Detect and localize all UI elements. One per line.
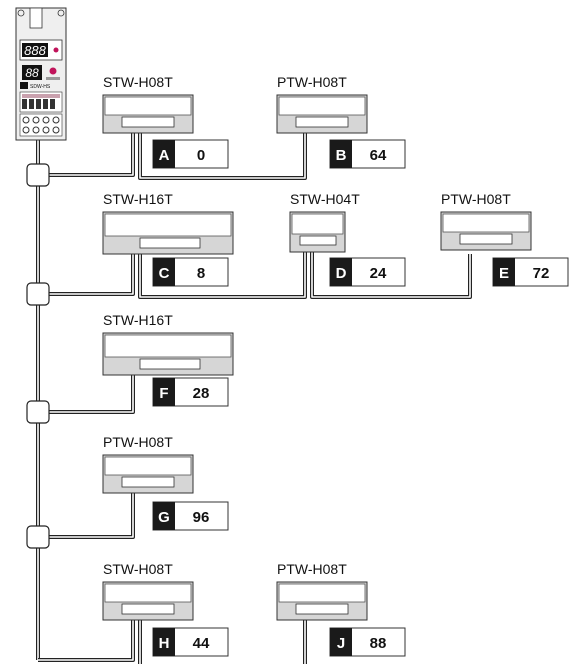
- device-display-window: [121, 476, 175, 488]
- badge-letter: A: [159, 147, 170, 164]
- device-f: STW-H16T F 28: [102, 312, 234, 407]
- power-button-icon: [49, 67, 57, 75]
- badge-address: 28: [193, 385, 210, 402]
- badge-address: 0: [197, 147, 205, 164]
- device-h: STW-H08T H 44: [102, 561, 229, 657]
- device-j: PTW-H08T J 88: [276, 561, 406, 657]
- address-badge: J 88: [329, 627, 406, 657]
- badge-letter: F: [159, 385, 168, 402]
- device-display-window: [139, 237, 201, 249]
- cable: [38, 620, 135, 662]
- device-model-label: PTW-H08T: [277, 561, 347, 577]
- badge-address: 72: [533, 265, 550, 282]
- device-model-label: PTW-H08T: [103, 434, 173, 450]
- badge-address: 8: [197, 265, 205, 282]
- address-badge: E 72: [492, 257, 569, 287]
- device-display-window: [295, 603, 349, 615]
- badge-letter: H: [159, 635, 170, 652]
- cable: [38, 493, 135, 539]
- junction-box: [26, 400, 50, 424]
- junction-layer: [26, 163, 50, 549]
- cable-layer: [36, 133, 472, 664]
- device-display-window: [459, 233, 513, 245]
- junction-box: [26, 525, 50, 549]
- address-badge: G 96: [152, 501, 229, 531]
- device-model-label: STW-H16T: [103, 312, 173, 328]
- status-led-icon: [53, 47, 59, 53]
- mount-screw-icon: [57, 9, 65, 17]
- badge-address: 96: [193, 509, 210, 526]
- badge-letter: J: [337, 635, 345, 652]
- mount-screw-icon: [17, 9, 25, 17]
- cable: [38, 375, 135, 414]
- device-model-label: STW-H08T: [103, 74, 173, 90]
- controller-model: SDW-HS: [30, 84, 51, 90]
- junction-box: [26, 282, 50, 306]
- device-model-label: STW-H04T: [290, 191, 360, 207]
- badge-address: 88: [370, 635, 387, 652]
- screw-terminals: [19, 113, 63, 137]
- device-d: STW-H04T D 24: [289, 191, 406, 287]
- badge-address: 24: [370, 265, 387, 282]
- junction-box: [26, 163, 50, 187]
- controller-mid-display: 88: [25, 66, 39, 80]
- badge-letter: E: [499, 265, 509, 282]
- address-badge: H 44: [152, 627, 229, 657]
- device-model-label: STW-H08T: [103, 561, 173, 577]
- terminal-block: [19, 91, 63, 113]
- device-e: PTW-H08T E 72: [440, 191, 569, 287]
- badge-address: 44: [193, 635, 210, 652]
- badge-letter: C: [159, 265, 170, 282]
- device-g: PTW-H08T G 96: [102, 434, 229, 531]
- device-display-window: [121, 603, 175, 615]
- device-display-window: [299, 235, 337, 246]
- device-model-label: STW-H16T: [103, 191, 173, 207]
- device-b: PTW-H08T B 64: [276, 74, 406, 169]
- controller-unit: 888 88 SDW-HS: [15, 7, 67, 141]
- device-display-window: [295, 116, 349, 128]
- badge-letter: D: [336, 265, 347, 282]
- device-model-label: PTW-H08T: [441, 191, 511, 207]
- address-badge: F 28: [152, 377, 229, 407]
- device-model-label: PTW-H08T: [277, 74, 347, 90]
- controller-top-display: 888: [24, 43, 46, 58]
- badge-letter: B: [336, 147, 347, 164]
- address-badge: B 64: [329, 139, 406, 169]
- device-display-window: [121, 116, 175, 128]
- cable: [38, 254, 135, 296]
- badge-letter: G: [158, 509, 170, 526]
- badge-address: 64: [370, 147, 387, 164]
- address-badge: D 24: [329, 257, 406, 287]
- device-display-window: [139, 358, 201, 370]
